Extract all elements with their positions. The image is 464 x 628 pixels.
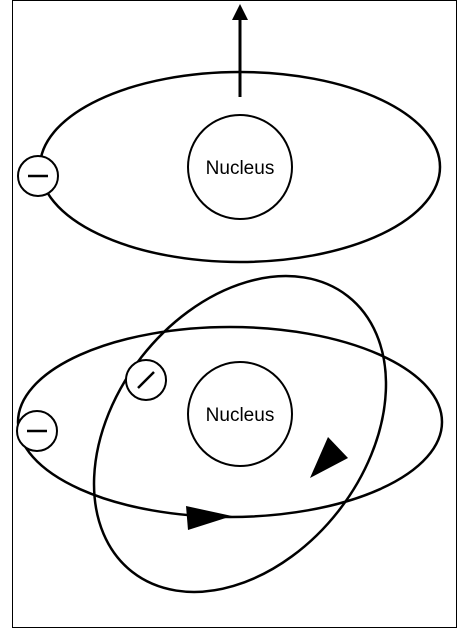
top-atom: Nucleus xyxy=(17,4,442,264)
bottom-nucleus-label: Nucleus xyxy=(206,405,275,426)
bottom-nucleus xyxy=(187,361,293,467)
top-nucleus xyxy=(187,114,293,220)
top-nucleus-label: Nucleus xyxy=(206,158,275,179)
bottom-orbit-tilted xyxy=(92,274,388,594)
bottom-orbit-horizontal xyxy=(16,325,444,519)
magnetic-moment-arrowhead xyxy=(232,4,248,20)
figure-border xyxy=(12,0,457,628)
orbit-direction-arrow-right xyxy=(310,437,348,478)
orbit-direction-arrow-bottom xyxy=(186,506,232,530)
bottom-electron-tilted-minus-sign xyxy=(137,371,155,389)
bottom-atom: Nucleus xyxy=(16,274,444,594)
